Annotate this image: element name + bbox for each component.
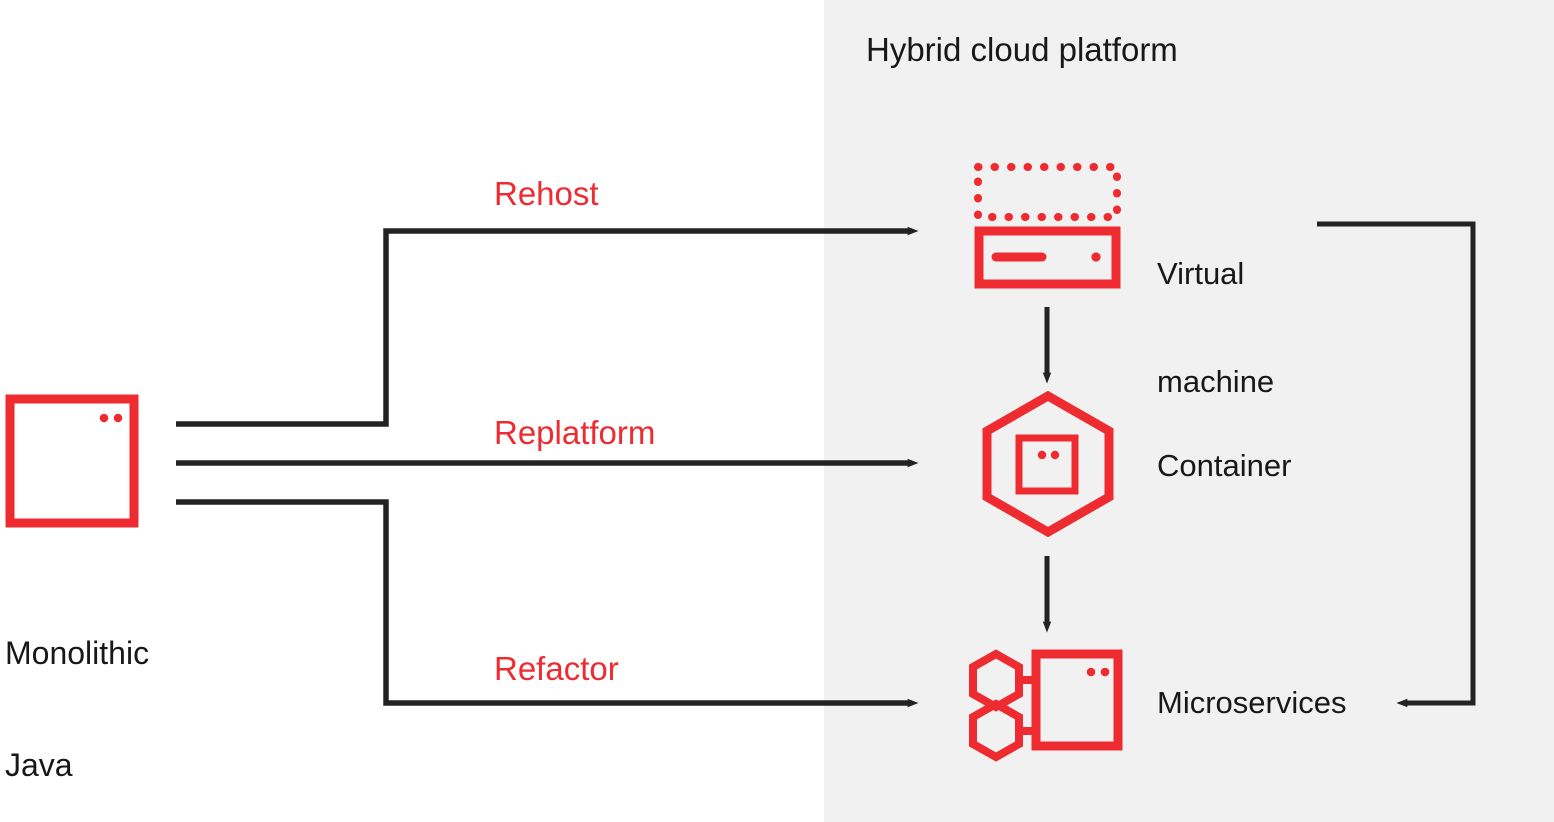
target-label-virtual-machine: Virtual machine <box>1157 184 1274 472</box>
target-label-virtual-machine-line-2: machine <box>1157 363 1275 399</box>
path-label-replatform: Replatform <box>494 414 656 451</box>
hybrid-cloud-panel <box>824 0 1554 822</box>
target-label-microservices: Microservices <box>1157 685 1347 720</box>
path-label-refactor: Refactor <box>494 650 619 687</box>
connector-refactor <box>176 499 919 708</box>
target-label-container: Container <box>1157 448 1292 483</box>
monolith-label: Monolithic Java application <box>5 561 158 822</box>
microservices-icon <box>969 649 1123 762</box>
panel-title: Hybrid cloud platform <box>866 31 1178 68</box>
virtual-machine-icon <box>974 163 1121 289</box>
monolith-label-line-2: Java <box>5 746 73 783</box>
path-label-rehost: Rehost <box>494 175 599 212</box>
connector-feedback-vm-to-microservices <box>1317 221 1476 708</box>
container-hexagon-icon <box>982 390 1114 538</box>
target-label-virtual-machine-line-1: Virtual <box>1157 255 1245 291</box>
monolith-app-box-icon <box>5 394 139 528</box>
connector-rehost <box>176 226 919 427</box>
monolith-label-line-1: Monolithic <box>5 635 150 672</box>
